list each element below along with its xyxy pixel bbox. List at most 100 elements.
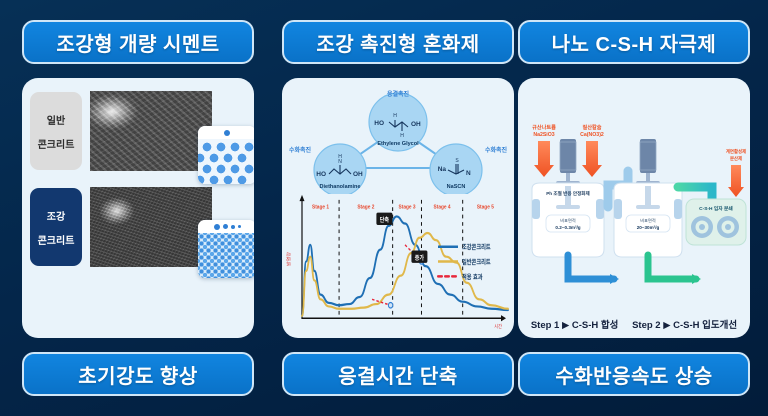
diethanolamine-structure	[328, 165, 352, 175]
reactor-2-impeller	[636, 205, 660, 209]
panel-nano-csh: 규산나트륨 Na2SiO3 질산칼슘 Ca(NO3)2	[518, 78, 750, 338]
panel-admixture: 응결촉진 HO OH H H Ethylene Glycol 수화촉진	[282, 78, 514, 338]
reactor-1-spec-box	[545, 214, 591, 233]
column-admixture: 조강 촉진형 혼화제 응결촉진 HO OH H H	[282, 20, 514, 396]
callout-box-1	[376, 212, 393, 225]
particle-dot-tiny-icon	[237, 225, 241, 228]
reactor-2-spec-box	[625, 214, 671, 233]
column-footer-cement: 초기강도 향상	[22, 352, 254, 396]
shaft-1-icon	[566, 173, 570, 181]
tag-normal-line2: 콘크리트	[37, 139, 75, 151]
tag-rapid-line1: 조강	[46, 211, 66, 223]
particle-card-coarse	[198, 126, 254, 184]
motor-fins-2-icon	[639, 141, 657, 171]
mill-caption: C-S-H 입자 분쇄	[699, 205, 733, 212]
gear-right-icon	[717, 216, 739, 238]
eg-atom-top: H	[393, 113, 397, 119]
tag-normal-line1: 일반	[46, 115, 66, 127]
motor-fins-1-icon	[559, 141, 577, 171]
particle-dot-medium-icon	[222, 224, 228, 229]
gear-left-icon	[691, 216, 713, 238]
x-axis-arrow-icon	[501, 315, 506, 322]
particle-dot-icon	[224, 129, 230, 136]
dea-atom-n: N	[338, 159, 342, 165]
particle-card-fine	[198, 220, 254, 278]
chart-series-2	[301, 231, 509, 318]
process-diagram: 규산나트륨 Na2SiO3 질산칼슘 Ca(NO3)2	[518, 78, 750, 338]
molecule-role-diethanolamine: 수화촉진	[289, 146, 312, 154]
down-arrow-icon-silicate	[534, 141, 554, 177]
effect-marker-1	[387, 301, 394, 309]
stage-label-4: Stage 4	[434, 204, 451, 211]
eg-atom-bottom: H	[400, 133, 404, 139]
reactor-2-impeller-shaft	[645, 186, 651, 208]
input-label-nitrate-ko: 질산칼슘	[582, 123, 601, 131]
ethylene-glycol-structure	[388, 120, 409, 131]
additive-label-dispersant: 분산제	[730, 155, 742, 162]
nascn-atom-s: S	[455, 158, 459, 164]
agitator-motor-2-icon	[640, 139, 656, 173]
particle-grid-coarse	[198, 139, 254, 184]
chart-y-axis-label: 발열량	[286, 251, 291, 266]
column-header-nano-csh: 나노 C-S-H 자극제	[518, 20, 750, 64]
column-header-cement: 조강형 개량 시멘트	[22, 20, 254, 64]
effect-arrow-1	[371, 298, 391, 306]
dea-formula-left: HO	[316, 171, 326, 178]
pipe-teal-lower	[644, 251, 700, 283]
legend-label-1: 조강콘크리트	[462, 243, 491, 252]
particle-dot-large-icon	[213, 223, 220, 230]
molecule-name-ethylene-glycol: Ethylene Glycol	[377, 141, 419, 147]
particle-card-coarse-legend	[198, 126, 254, 139]
eg-formula-right: OH	[411, 121, 421, 128]
step-label-1: Step 1 ▶ C-S-H 합성	[530, 320, 619, 331]
column-footer-admixture: 응결시간 단축	[282, 352, 514, 396]
particle-grid-fine	[198, 233, 254, 278]
reactor-1: Ph 조절 반응 안정화제 비표면적 0.2~0.3m²/g	[531, 139, 605, 258]
additive-label-surfactant: 계면활성제	[726, 148, 746, 155]
legend-label-2: 일반콘크리트	[462, 257, 491, 266]
legend-label-3: 적용 효과	[462, 272, 483, 281]
molecule-role-ethylene-glycol: 응결촉진	[387, 90, 410, 98]
sem-image-rapid-concrete	[90, 187, 212, 267]
comparison-row-normal: 일반 콘크리트	[30, 88, 248, 174]
feedstock-inputs: 규산나트륨 Na2SiO3 질산칼슘 Ca(NO3)2	[532, 123, 604, 177]
column-cement: 조강형 개량 시멘트 일반 콘크리트 조강 콘크리트	[22, 20, 254, 396]
stage-label-3: Stage 3	[399, 204, 416, 211]
chart-x-axis-label: 시간	[494, 323, 502, 330]
dea-formula-right: OH	[353, 171, 363, 178]
chart-axes	[301, 197, 504, 320]
tag-rapid-line2: 콘크리트	[37, 235, 75, 247]
sem-image-normal-concrete	[90, 91, 212, 171]
agitator-motor-1-icon	[560, 139, 576, 173]
down-arrow-icon-additive	[728, 165, 744, 197]
column-footer-nano-csh: 수화반응속도 상승	[518, 352, 750, 396]
callout-label-2: 증가	[415, 253, 425, 262]
y-axis-arrow-icon	[299, 194, 305, 202]
panel-cement: 일반 콘크리트 조강 콘크리트	[22, 78, 254, 338]
column-header-admixture: 조강 촉진형 혼화제	[282, 20, 514, 64]
particle-dot-small-icon	[230, 224, 235, 229]
reactor-1-caption: Ph 조절 반응 안정화제	[546, 190, 590, 197]
molecule-triangle-diagram: 응결촉진 HO OH H H Ethylene Glycol 수화촉진	[282, 82, 514, 194]
pipe-1-arrow-icon	[610, 274, 619, 284]
molecule-role-nascn: 수화촉진	[485, 146, 508, 154]
eg-formula-left: HO	[374, 120, 384, 127]
tag-rapid-concrete: 조강 콘크리트	[30, 188, 82, 266]
molecule-bubble-ethylene-glycol	[368, 92, 428, 152]
stage-label-5: Stage 5	[477, 204, 494, 211]
input-label-nitrate-chem: Ca(NO3)2	[580, 132, 604, 138]
step-labels: Step 1 ▶ C-S-H 합성 Step 2 ▶ C-S-H 입도개선	[518, 317, 750, 331]
stage-label-2: Stage 2	[357, 204, 374, 211]
reactor-1-port-right	[596, 199, 604, 219]
reactor-2-spec-title: 비표면적	[640, 217, 656, 224]
particle-card-fine-legend	[198, 220, 254, 233]
callout-label-1: 단축	[380, 215, 389, 224]
reactor-1-impeller	[556, 205, 580, 209]
reactor-2-spec-value: 20~30m²/g	[637, 225, 660, 230]
callout-box-2	[411, 250, 428, 263]
molecule-name-nascn: NaSCN	[447, 184, 466, 190]
input-label-silicate-ko: 규산나트륨	[532, 123, 556, 131]
pipe-teal-arrow-icon	[692, 274, 701, 284]
reactor-1-spec-value: 0.2~0.3m²/g	[555, 225, 580, 230]
